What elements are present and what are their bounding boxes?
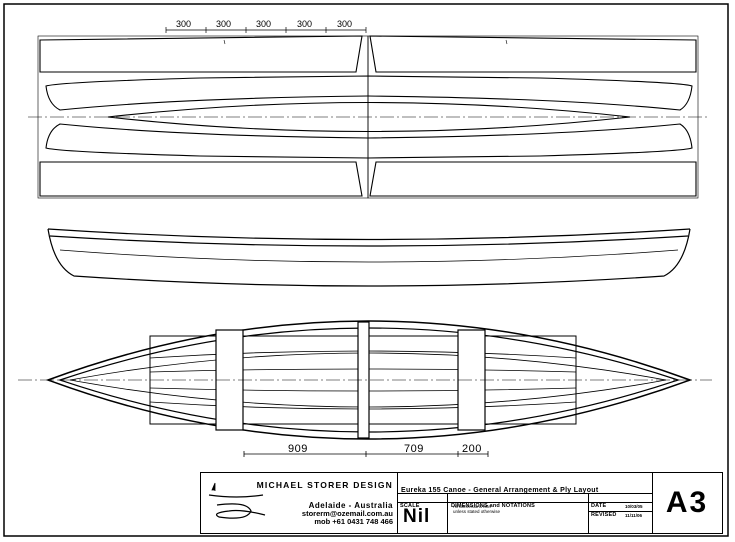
hull-sheer-line — [47, 228, 691, 241]
tb-divider-title — [397, 493, 652, 494]
side-panel-bottom-left — [39, 161, 363, 197]
plan-dim-909: 909 — [288, 443, 308, 455]
panel-dim-5: 300 — [337, 19, 352, 29]
canoe-logo-icon — [208, 482, 266, 519]
sheet-border — [3, 3, 729, 537]
dimensions-label: DIMENSIONS and NOTATIONS — [451, 503, 536, 509]
hull-keel-line — [47, 228, 691, 287]
plan-dim-200: 200 — [462, 443, 482, 455]
side-profile — [47, 228, 691, 287]
tb-divider-1 — [397, 473, 398, 533]
plan-dimension-lines — [243, 451, 489, 457]
company-location: Adelaide - Australia — [308, 501, 393, 510]
tb-divider-date — [588, 493, 589, 533]
sheet-size: A3 — [665, 486, 709, 519]
panel-dim-2: 300 — [216, 19, 231, 29]
revised-value: 11/11/06 — [625, 513, 643, 518]
bilge-panel-upper — [45, 75, 693, 111]
side-panel-top-right — [369, 35, 697, 73]
company-email: storerm@ozemail.com.au — [301, 509, 393, 518]
title-block: MICHAEL STORER DESIGN Adelaide - Austral… — [200, 472, 723, 534]
hull-gunwale-line — [49, 235, 689, 247]
date-value: 10/03/05 — [625, 504, 643, 509]
hull-chine-line — [59, 249, 679, 263]
drawing-title: Eureka 155 Canoe - General Arrangement &… — [401, 487, 599, 494]
scale-label: SCALE — [400, 503, 420, 509]
company-name: MICHAEL STORER DESIGN — [256, 480, 393, 490]
plan-dim-709: 709 — [404, 443, 424, 455]
revised-label: REVISED — [591, 512, 617, 518]
panel-dim-1: 300 — [176, 19, 191, 29]
tb-divider-scale — [447, 493, 448, 533]
tb-divider-size — [652, 473, 653, 533]
dimensions-note-2: unless stated otherwise — [453, 509, 501, 514]
panel-dimension-line — [165, 27, 367, 33]
scale-value: Nil — [403, 506, 431, 527]
panel-dim-4: 300 — [297, 19, 312, 29]
company-phone: mob +61 0431 748 466 — [314, 517, 393, 526]
plan-view — [18, 320, 712, 440]
bilge-panel-lower — [45, 123, 693, 159]
panel-mark-right — [505, 39, 508, 45]
side-panel-top-left — [39, 35, 363, 73]
dimensions-note-1: All dimensions MM — [453, 504, 491, 509]
panel-mark-left — [223, 39, 226, 45]
tb-divider-labels — [397, 502, 652, 503]
side-panel-bottom-right — [369, 161, 697, 197]
ply-layout — [28, 35, 708, 199]
panel-dim-3: 300 — [256, 19, 271, 29]
date-label: DATE — [591, 503, 607, 509]
tb-divider-revised — [588, 511, 652, 512]
